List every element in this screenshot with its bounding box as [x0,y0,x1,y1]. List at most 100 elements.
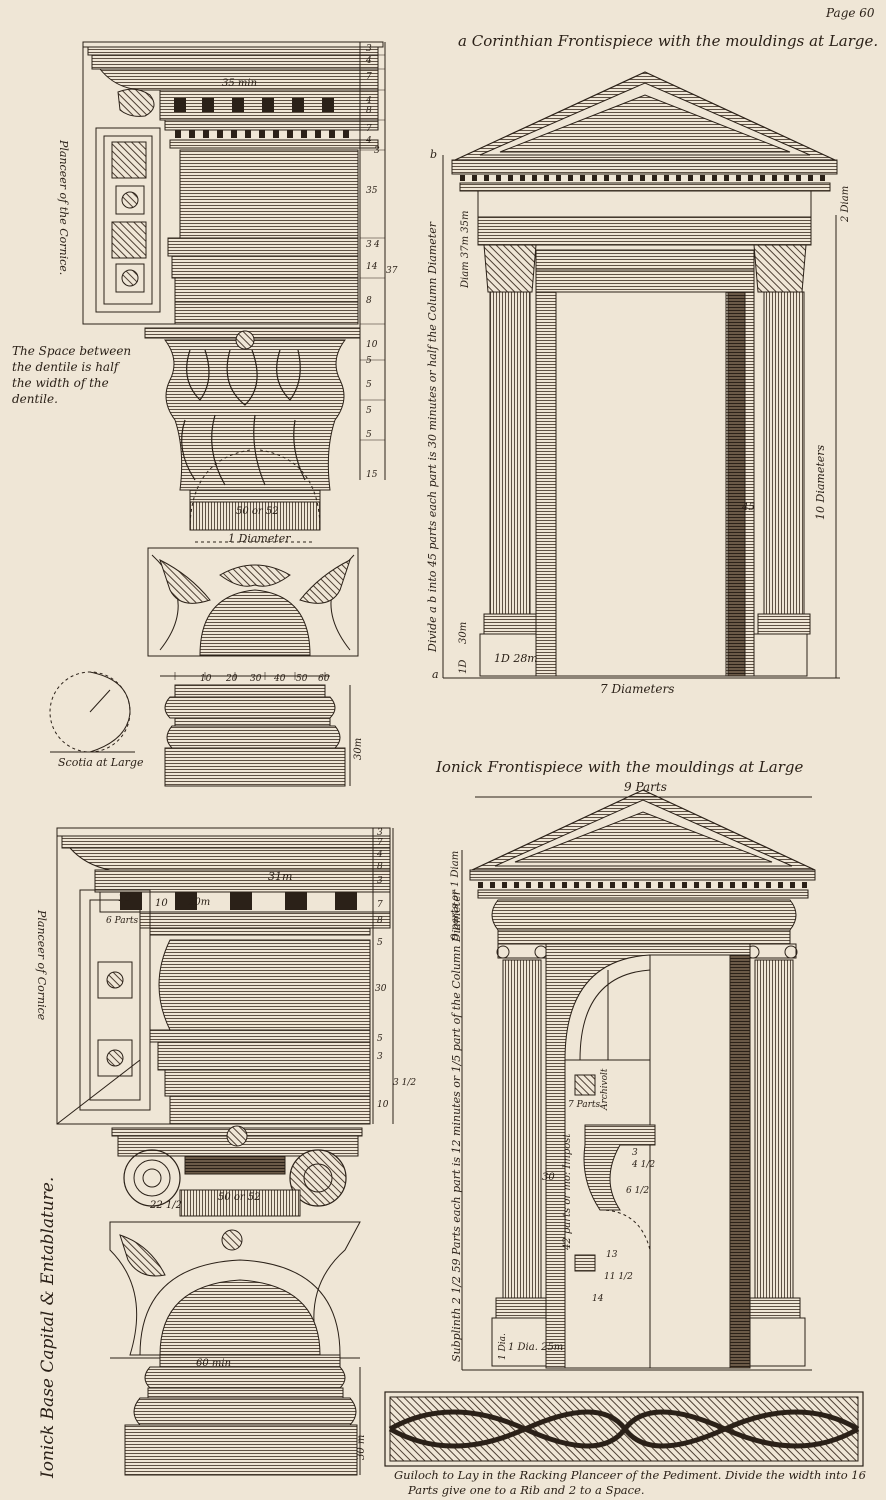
base-scale-10: 10 [200,674,212,684]
ion-dim-0: 3 [377,828,383,838]
cor-dim-12: 37 [386,266,398,276]
corinthian-base [49,671,351,787]
ionic-cornice-10b: 10 [155,898,168,909]
ionic-archivolt: Archivolt [600,1068,610,1110]
ionic-base [124,1354,361,1476]
ionic-base-1dia: 1 Dia. [498,1333,508,1360]
corinthian-column-base-note: 1D 28m [494,652,538,665]
ionic-capital-base: 50 or 52 [218,1192,261,1203]
ionic-base-60min: 60 min [196,1358,232,1369]
cor-dim-1: 4 [366,56,372,66]
cor-dim-5: 7 [366,124,372,134]
cor-dim-17: 5 [366,406,372,416]
corinthian-base-30m: 30m [353,737,364,760]
cor-dim-13: 8 [366,296,372,306]
page-number: Page 60 [826,6,875,20]
scotia-label: Scotia at Large [58,756,144,769]
dentil-note-line4: dentile. [12,392,58,406]
cor-dim-16: 5 [366,380,372,390]
corinthian-one-diameter: 1 Diameter [228,532,291,545]
corinthian-two-diam: 2 Diam [840,185,851,222]
ion-dim-7: 5 [377,938,383,948]
dentil-note-line2: the dentile is half [12,360,119,374]
cor-dim-14: 10 [366,340,378,350]
ionic-six-parts: 6 Parts [106,916,139,926]
cor-dim-19: 15 [366,470,378,480]
ion-dim-1: 7 [377,838,383,848]
corinthian-capital [144,327,361,657]
corinthian-b-label: b [430,148,438,161]
cor-dim-6: 4 [366,136,372,146]
cor-dim-4: 8 [366,106,372,116]
ion-dim-4: 3 [377,876,383,886]
ion-dim-8: 30 [375,984,387,994]
corinthian-divide-note: Divide a b into 45 parts each part is 30… [426,222,439,652]
corinthian-height-45: 45 [742,502,755,513]
ion-dim-10: 3 [377,1052,383,1062]
ionic-cornice-20m: 20m [188,897,211,908]
cor-dim-3: 4 [366,96,372,106]
base-scale-60: 60 [318,674,330,684]
ionic-side-note: Subplinth 2 1/2 59 Parts each part is 12… [450,890,463,1362]
corinthian-planceer-label: Planceer of the Cornice. [57,140,70,276]
cor-dim-9: 3 [366,240,372,250]
base-scale-20: 20 [226,674,238,684]
ion-dim-9: 5 [377,1034,383,1044]
impost-dim-0: 3 [632,1148,638,1158]
guilloche-caption-line1: Guiloch to Lay in the Racking Planceer o… [394,1468,866,1482]
cor-dim-11: 14 [366,262,378,272]
corinthian-diam-right: 10 Diameters [814,444,827,520]
base-scale-50: 50 [296,674,308,684]
base-scale-40: 40 [274,674,286,684]
corinthian-diam-37: Diam 37m 35m [460,210,471,288]
ionic-cornice-10: 10 [118,893,131,904]
ion-dim-2: 4 [377,850,383,860]
ionic-nine-parts: 9 Parts [624,780,667,794]
impost-dim-2: 6 1/2 [626,1186,650,1196]
ion-dim-12: 3 1/2 [393,1078,417,1088]
corinthian-capital-base: 50 or 52 [236,506,279,517]
ion-dim-6: 8 [377,916,383,926]
cor-dim-10: 4 [374,240,380,250]
corinthian-cornice [82,41,386,480]
corinthian-1d: 1D [458,659,469,674]
ionic-capital-label: Ionick Base Capital & Entablature. [38,1176,58,1478]
cor-dim-8: 35 [366,186,378,196]
impost-dim-1: 4 1/2 [632,1160,656,1170]
ionic-base-30m: 30 m [356,1434,367,1460]
dentil-note-line1: The Space between [12,344,132,358]
cor-dim-15: 5 [366,356,372,366]
cor-dim-0: 3 [366,44,372,54]
corinthian-cornice-min: 35 min [222,78,258,89]
ionic-entablature [56,827,394,1125]
corinthian-30m: 30m [458,621,469,644]
corinthian-title: a Corinthian Frontispiece with the mould… [458,32,879,50]
guilloche-caption-line2: Parts give one to a Rib and 2 to a Space… [408,1483,645,1497]
ionic-cornice-31m: 31m [268,870,293,883]
ionic-impost-note: 42 parts or mo: Impost [562,1133,573,1250]
dentil-note-line3: the width of the [12,376,109,390]
ionic-planceer-label: Planceer of Cornice [35,910,48,1021]
ionic-thirty: 30 [542,1172,555,1183]
ion-dim-5: 7 [377,900,383,910]
ion-dim-3: 8 [377,862,383,872]
corinthian-frontispiece [442,71,840,679]
ion-dim-11: 10 [377,1100,389,1110]
cor-dim-7: 3 [374,146,380,156]
impost-dim-5: 14 [592,1294,604,1304]
ionic-seven-parts: 7 Parts [568,1100,601,1110]
cor-dim-2: 7 [366,72,372,82]
cor-dim-18: 5 [366,430,372,440]
ionic-one-dia: 1 Dia. 25m [508,1342,564,1353]
ionic-title: Ionick Frontispiece with the mouldings a… [436,758,804,776]
impost-dim-3: 13 [606,1250,618,1260]
ionic-frontispiece [461,789,816,1371]
ionic-capital [109,1125,363,1359]
corinthian-diameters-label: 7 Diameters [600,682,675,696]
guilloche-band [384,1391,864,1467]
base-scale-30: 30 [250,674,262,684]
ionic-arch-note: 9 parts or 1 Diam [450,850,461,940]
impost-dim-4: 11 1/2 [604,1272,633,1282]
